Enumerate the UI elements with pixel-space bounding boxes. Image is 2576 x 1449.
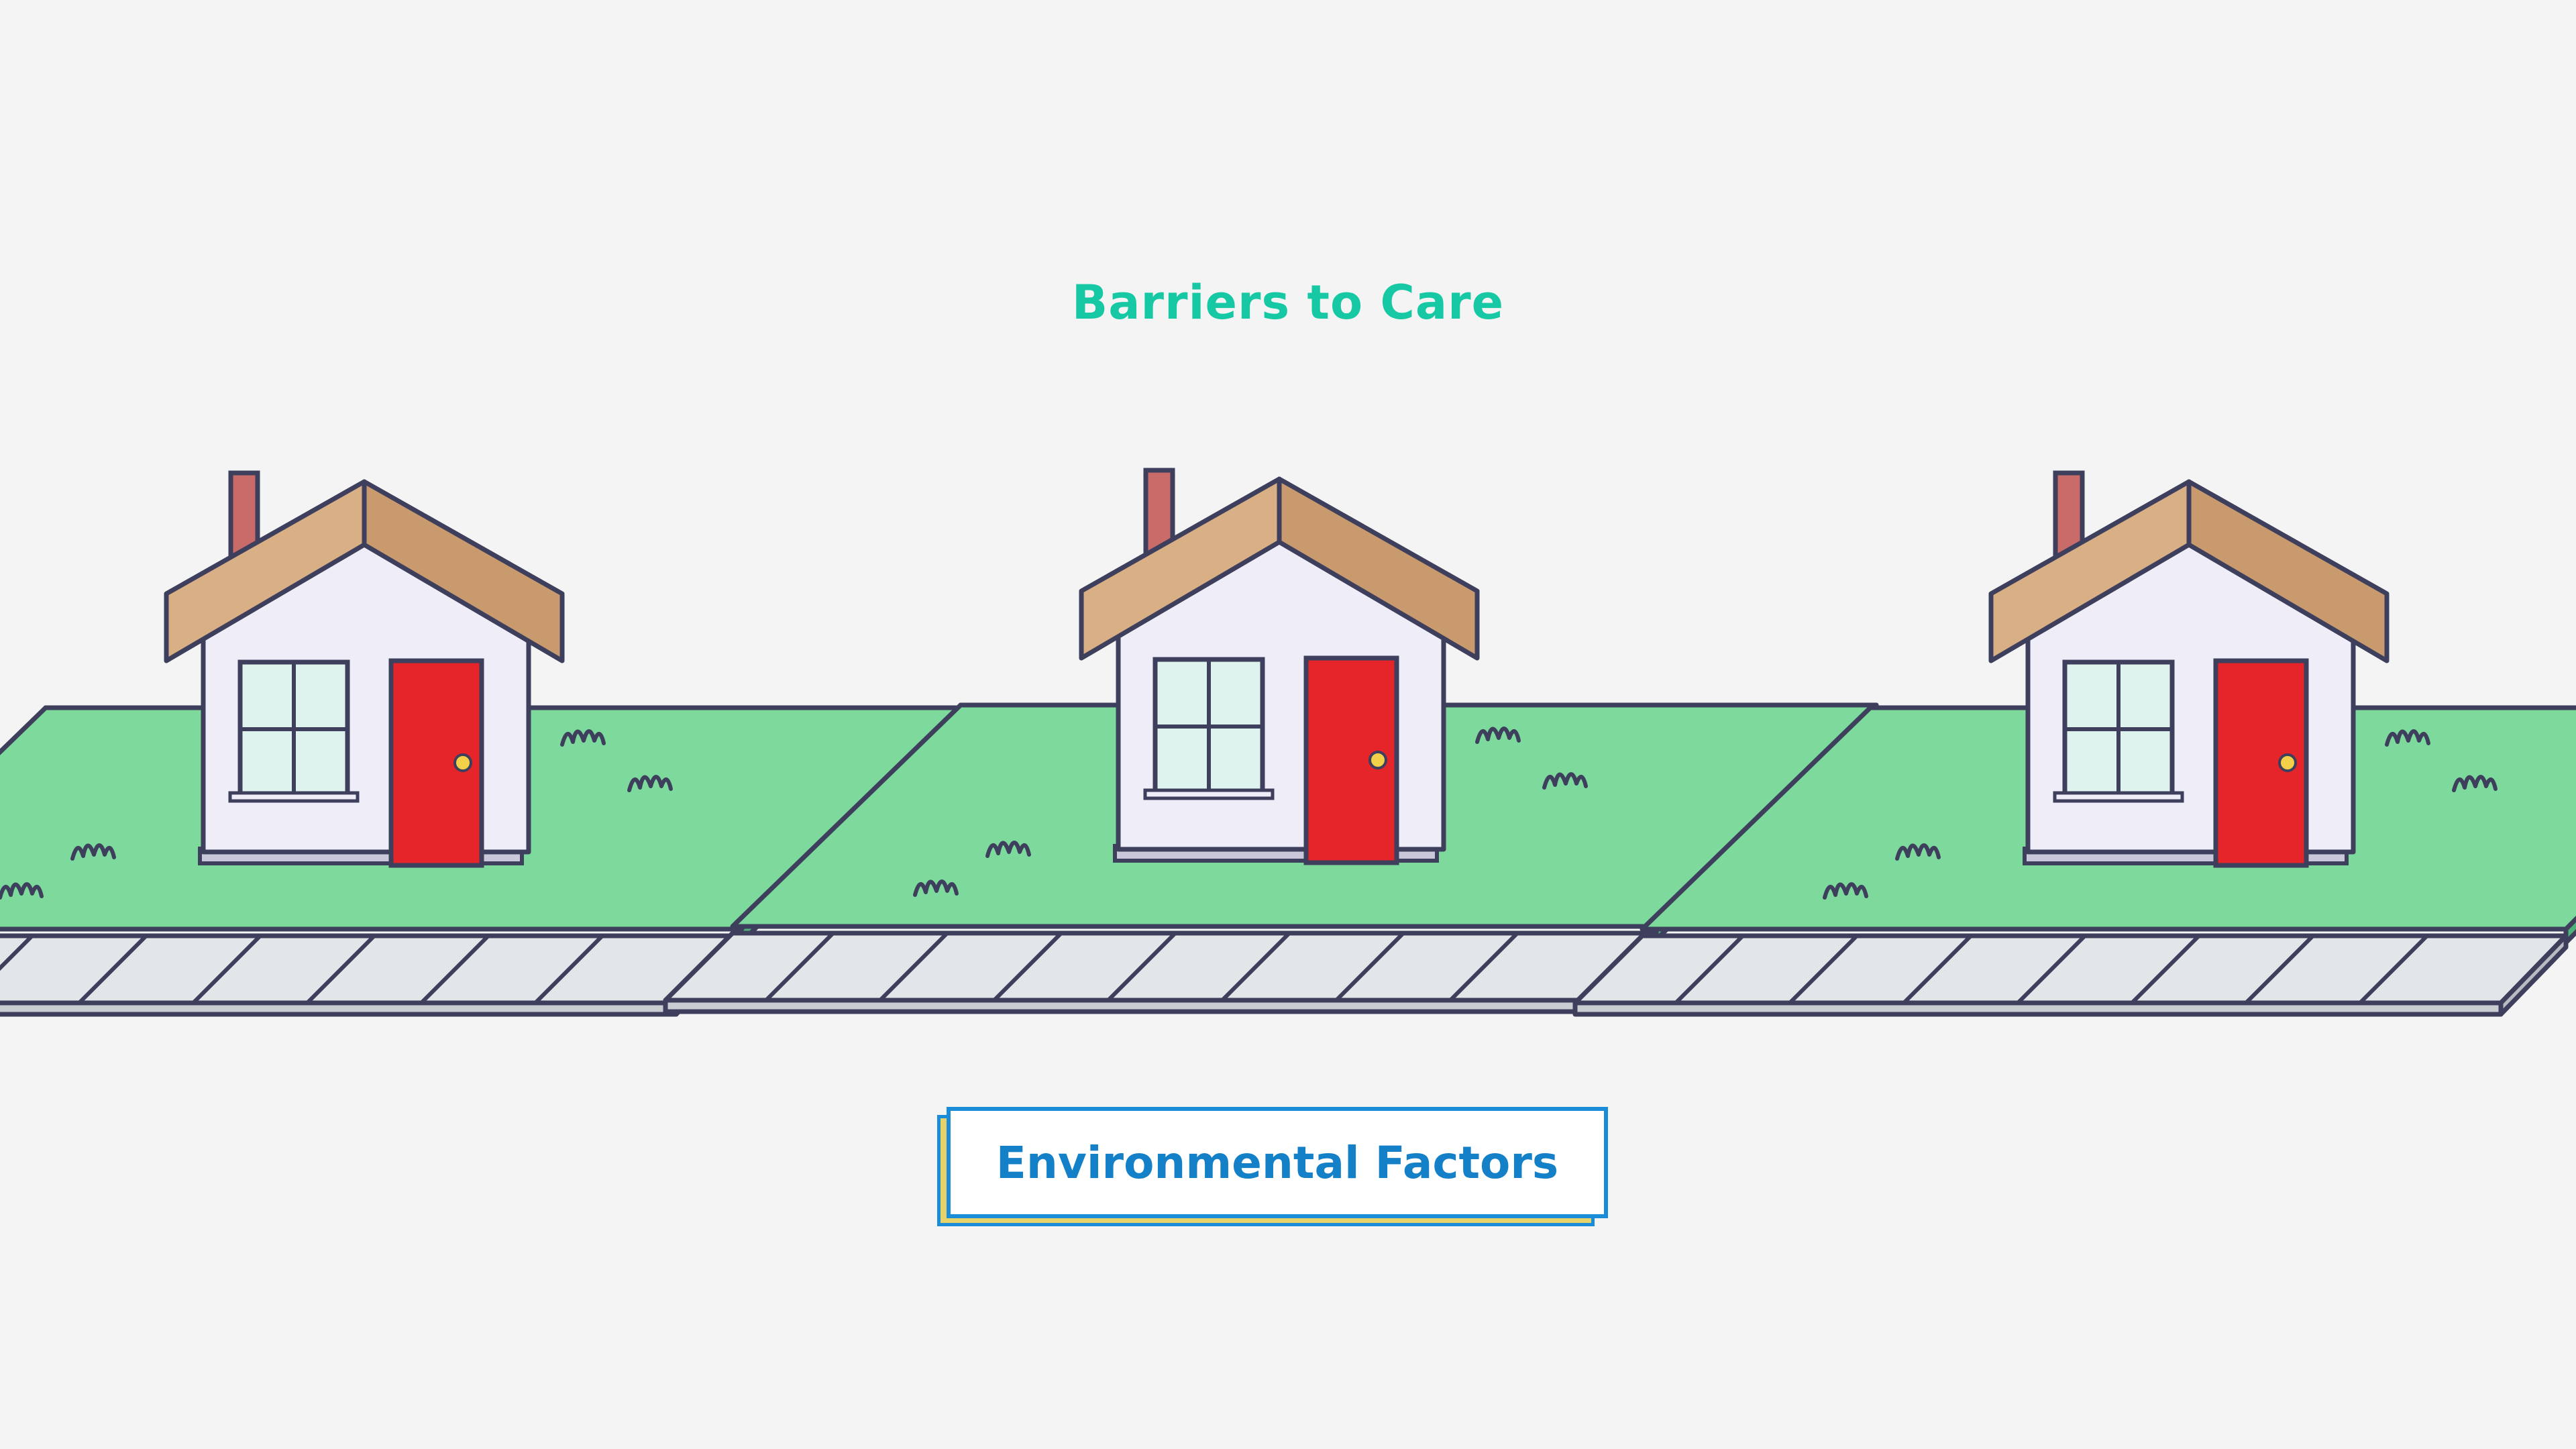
label-face: Environmental Factors: [947, 1107, 1608, 1218]
label-text: Environmental Factors: [996, 1136, 1559, 1189]
environmental-factors-label: Environmental Factors: [937, 1107, 1608, 1226]
page-title: Barriers to Care: [1071, 275, 1505, 330]
